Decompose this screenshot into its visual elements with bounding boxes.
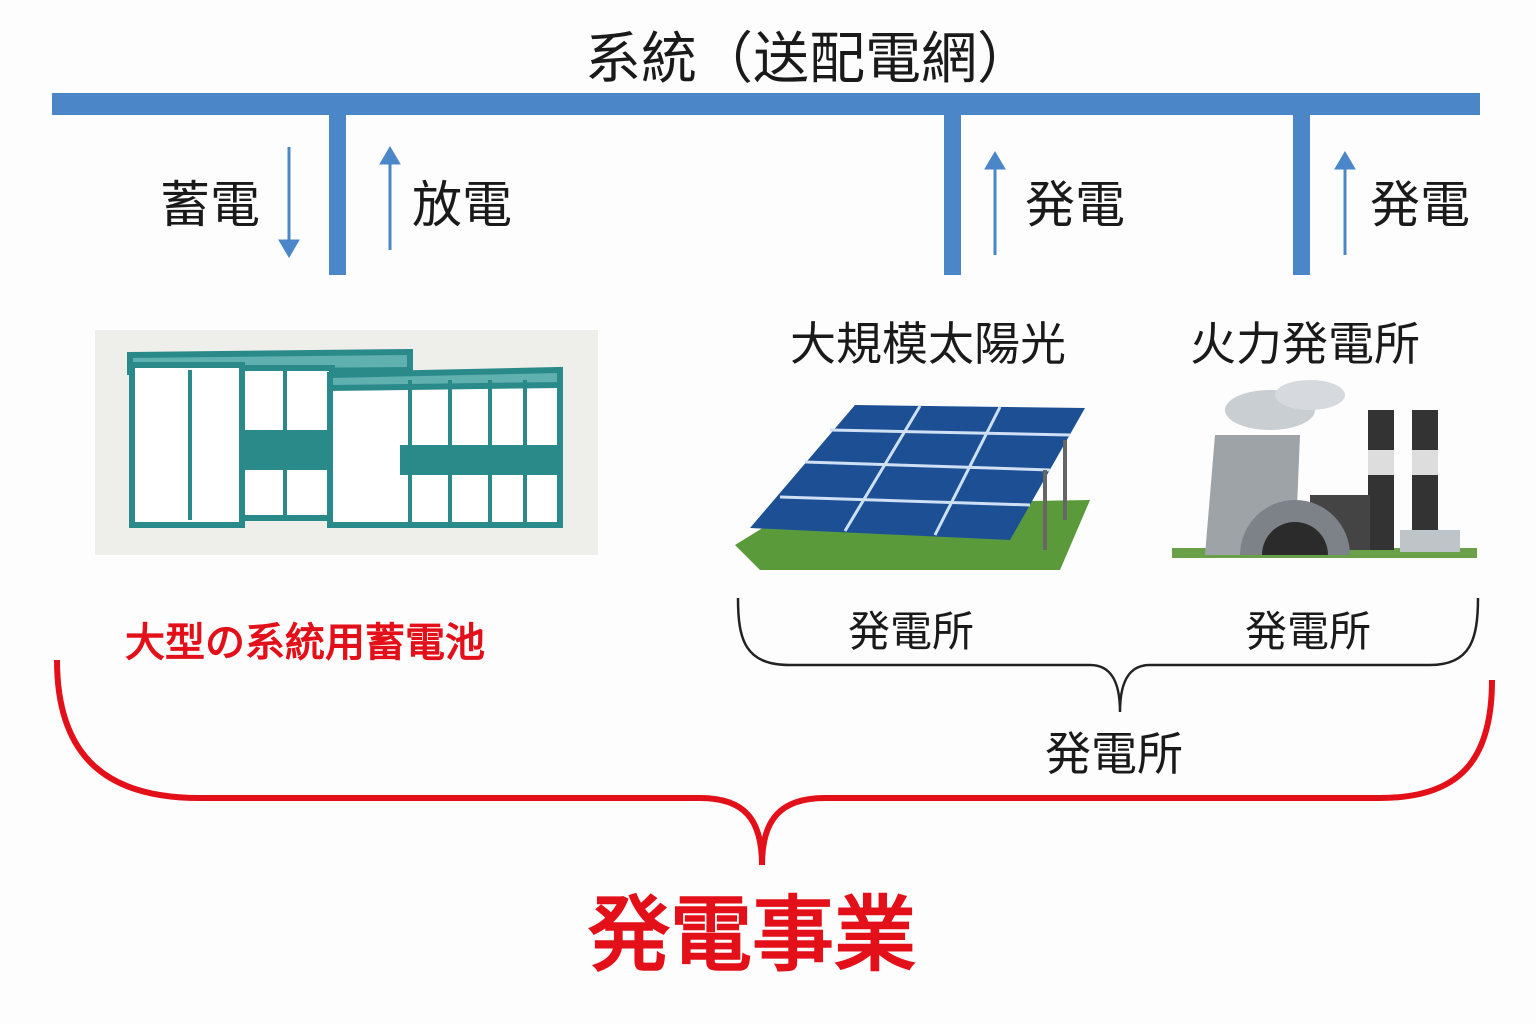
battery-connector [329,115,346,275]
solar-connector [944,115,961,275]
discharge-label: 放電 [412,176,512,234]
battery-building-image [95,330,598,555]
charge-label: 蓄電 [160,176,260,234]
thermal-generation-label: 発電 [1370,176,1470,234]
solar-plant-label: 発電所 [848,607,975,656]
discharge-arrow-up-icon [379,146,401,250]
business-brace [54,659,1495,866]
business-label: 発電事業 [588,888,917,983]
solar-panel-image [735,405,1090,570]
thermal-facility-label: 火力発電所 [1190,317,1420,371]
thermal-plant-label: 発電所 [1245,607,1372,656]
battery-facility-label: 大型の系統用蓄電池 [125,620,485,666]
solar-generation-label: 発電 [1025,176,1125,234]
page-title: 系統（送配電網） [585,27,1033,92]
solar-arrow-up-icon [984,151,1006,255]
plants-brace [736,597,1480,713]
grid-bus-bar [52,93,1480,115]
charge-arrow-down-icon [278,147,300,258]
thermal-plant-image [1172,380,1477,558]
combined-plants-label: 発電所 [1045,727,1183,781]
solar-facility-label: 大規模太陽光 [790,317,1066,371]
thermal-arrow-up-icon [1334,151,1356,255]
thermal-connector [1293,115,1310,275]
